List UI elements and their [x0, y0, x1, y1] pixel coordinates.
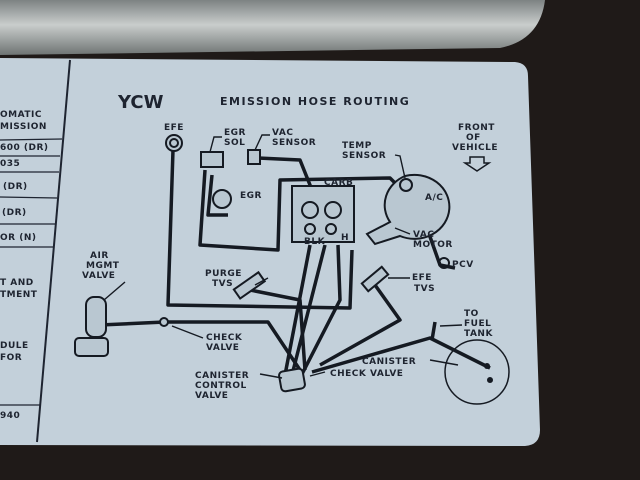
- canister: [444, 339, 510, 405]
- label-air-mgmt: AIR: [90, 251, 109, 261]
- label-air-mgmt: MGMT: [86, 261, 120, 271]
- label-code: YCW: [117, 92, 164, 113]
- label-egr-sol: EGR: [224, 128, 246, 138]
- carb-port: [304, 223, 316, 235]
- canister-control-valve: [278, 367, 306, 393]
- panel-divider: [36, 59, 71, 443]
- label-egr: EGR: [240, 191, 262, 201]
- label-efe-tvs: EFE: [412, 273, 432, 283]
- label-front: VEHICLE: [452, 143, 498, 153]
- air-mgmt-valve: [85, 296, 107, 338]
- label-purge-tvs: TVS: [212, 279, 233, 289]
- carb-port: [301, 201, 319, 219]
- label-ccv: CANISTER: [195, 371, 249, 381]
- label-sticker: [0, 58, 540, 446]
- egr-solenoid: [200, 151, 224, 168]
- label-pcv: PCV: [452, 260, 474, 270]
- left-line: MISSION: [0, 122, 47, 132]
- air-mgmt-valve-base: [74, 337, 109, 357]
- carb-port: [324, 201, 342, 219]
- carb-port: [325, 223, 337, 235]
- label-ccv: VALVE: [195, 391, 228, 401]
- label-temp-sensor: TEMP: [342, 141, 372, 151]
- label-ac: A/C: [425, 193, 443, 203]
- check-valve: [159, 317, 169, 327]
- label-check-valve: VALVE: [206, 343, 239, 353]
- left-panel-text: OMATIC MISSION 600 (DR) 035 (DR) (DR) OR…: [0, 110, 49, 421]
- left-line: 600 (DR): [0, 143, 49, 153]
- label-blk: BLK: [304, 237, 326, 247]
- label-efe: EFE: [164, 123, 184, 133]
- canister-port: [487, 377, 493, 383]
- temp-sensor: [399, 178, 413, 192]
- label-egr-sol: SOL: [224, 138, 245, 148]
- efe-valve-inner: [169, 138, 179, 148]
- left-line: (DR): [3, 182, 28, 192]
- efe-tvs: [360, 265, 390, 293]
- label-fuel-tank: FUEL: [464, 319, 491, 329]
- left-line: FOR: [0, 353, 22, 363]
- label-check-valve: CHECK: [206, 333, 243, 343]
- label-purge-tvs: PURGE: [205, 269, 242, 279]
- label-check-valve-right: CHECK VALVE: [330, 369, 403, 379]
- label-vac-sensor: VAC: [272, 128, 293, 138]
- leader-lines: [103, 134, 463, 379]
- label-canister: CANISTER: [362, 357, 416, 367]
- left-line: (DR): [2, 208, 27, 218]
- label-air-mgmt: VALVE: [82, 271, 115, 281]
- canister-port: [484, 363, 490, 369]
- label-fuel-tank: TANK: [464, 329, 493, 339]
- egr-valve: [212, 189, 232, 209]
- label-h: H: [341, 233, 349, 243]
- vac-sensor: [247, 149, 261, 165]
- label-vac-sensor: SENSOR: [272, 138, 316, 148]
- metal-pipe: [0, 0, 545, 55]
- label-ccv: CONTROL: [195, 381, 247, 391]
- purge-tvs: [232, 270, 267, 300]
- left-line: OR (N): [0, 233, 36, 243]
- label-temp-sensor: SENSOR: [342, 151, 386, 161]
- front-arrow-icon: [462, 156, 492, 172]
- ac-air-cleaner: [365, 173, 451, 246]
- label-fuel-tank: TO: [464, 309, 479, 319]
- left-panel: [0, 138, 63, 406]
- label-front: FRONT: [458, 123, 495, 133]
- left-line: 940: [0, 411, 20, 421]
- left-line: 035: [0, 159, 20, 169]
- left-line: DULE: [0, 341, 29, 351]
- hoses: [99, 149, 491, 379]
- label-carb: CARB: [324, 178, 353, 188]
- label-vac-motor: VAC: [413, 230, 434, 240]
- label-vac-motor: MOTOR: [413, 240, 453, 250]
- left-line: OMATIC: [0, 110, 42, 120]
- label-title: EMISSION HOSE ROUTING: [220, 95, 410, 108]
- pcv-valve: [438, 257, 450, 269]
- left-line: TMENT: [0, 290, 38, 300]
- label-front: OF: [466, 133, 481, 143]
- label-efe-tvs: TVS: [414, 284, 435, 294]
- left-line: T AND: [0, 278, 34, 288]
